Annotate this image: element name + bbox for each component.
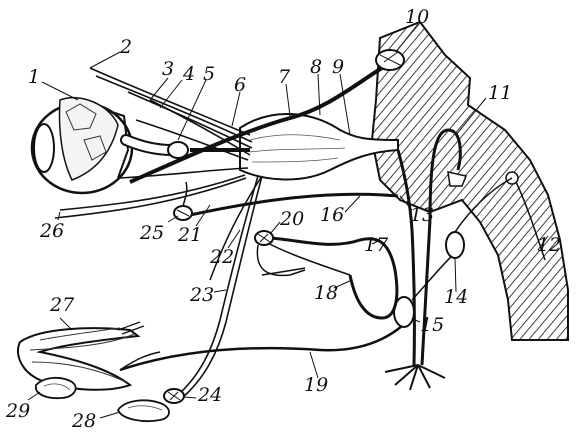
label-11: 11 — [488, 84, 512, 103]
label-18: 18 — [314, 284, 338, 303]
label-15: 15 — [420, 316, 444, 335]
label-29: 29 — [6, 402, 30, 421]
eyeball — [32, 98, 132, 193]
label-4: 4 — [183, 65, 195, 84]
label-25: 25 — [140, 224, 164, 243]
label-27: 27 — [50, 296, 74, 315]
label-21: 21 — [178, 226, 202, 245]
ganglion-25 — [174, 206, 192, 220]
gland-27 — [18, 328, 138, 390]
label-19: 19 — [304, 376, 328, 395]
label-1: 1 — [28, 68, 40, 87]
label-13: 13 — [410, 206, 434, 225]
ganglion-24 — [164, 389, 184, 403]
label-5: 5 — [203, 65, 215, 84]
brainstem — [372, 22, 568, 340]
label-7: 7 — [278, 68, 290, 87]
nerve-15-terminal-branches — [385, 365, 445, 390]
label-23: 23 — [190, 286, 214, 305]
label-8: 8 — [310, 58, 322, 77]
nerve-19 — [120, 326, 402, 370]
label-6: 6 — [234, 76, 246, 95]
ganglion-10 — [376, 50, 404, 70]
label-28: 28 — [72, 412, 96, 431]
label-16: 16 — [320, 206, 344, 225]
label-20: 20 — [280, 210, 304, 229]
label-2: 2 — [120, 38, 132, 57]
label-14: 14 — [444, 288, 468, 307]
label-3: 3 — [162, 60, 174, 79]
gland-28 — [118, 400, 169, 421]
label-9: 9 — [332, 58, 344, 77]
label-24: 24 — [198, 386, 222, 405]
label-22: 22 — [210, 248, 234, 267]
label-17: 17 — [364, 236, 388, 255]
gland-29 — [36, 378, 76, 398]
label-12: 12 — [537, 236, 561, 255]
label-10: 10 — [405, 8, 429, 27]
label-26: 26 — [40, 222, 64, 241]
ganglion-14 — [446, 232, 464, 258]
